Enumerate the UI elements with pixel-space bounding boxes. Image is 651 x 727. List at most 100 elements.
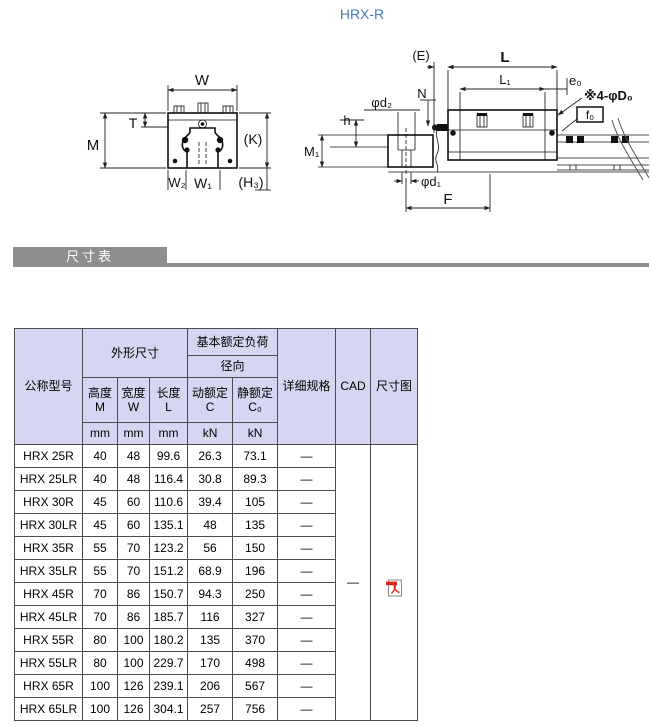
section-header-label: 尺寸表 — [65, 249, 114, 264]
dim-label-f: F — [443, 191, 452, 208]
dynamic-load-cell: 30.8 — [187, 467, 234, 491]
height-cell: 80 — [82, 651, 118, 675]
dim-label-h: h — [343, 113, 350, 128]
length-cell: 185.7 — [148, 605, 189, 629]
length-cell: 229.7 — [148, 651, 189, 675]
table-row: HRX 55R 80 100 180.2 135 370 — — [14, 628, 418, 652]
spec-cell: — — [277, 444, 337, 468]
length-cell: 180.2 — [148, 628, 189, 652]
length-cell: 116.4 — [148, 467, 189, 491]
static-load-cell: 196 — [232, 559, 279, 583]
col-header-length: 长度 L — [148, 377, 189, 423]
spec-cell: — — [277, 697, 337, 721]
spec-cell: — — [277, 651, 337, 675]
table-row: HRX 30LR 45 60 135.1 48 135 — — [14, 513, 418, 537]
dim-label-d2: φd₂ — [371, 95, 392, 110]
model-cell: HRX 25LR — [14, 467, 83, 491]
table-row: HRX 55LR 80 100 229.7 170 498 — — [14, 651, 418, 675]
dynamic-load-cell: 48 — [187, 513, 234, 537]
dim-label-m: M — [87, 137, 100, 154]
height-cell: 80 — [82, 628, 118, 652]
unit-cell: kN — [232, 422, 279, 445]
dim-label-f0: f₀ — [586, 108, 594, 122]
static-load-cell: 327 — [232, 605, 279, 629]
section-rule — [13, 263, 649, 267]
dim-label-w: W — [195, 72, 210, 89]
static-load-cell: 105 — [232, 490, 279, 514]
height-cell: 70 — [82, 605, 118, 629]
page-title: HRX-R — [339, 6, 385, 22]
static-load-cell: 250 — [232, 582, 279, 606]
dynamic-load-cell: 206 — [187, 674, 234, 698]
width-cell: 48 — [117, 444, 150, 468]
height-cell: 45 — [82, 513, 118, 537]
width-cell: 60 — [117, 513, 150, 537]
dim-label-k: (K) — [244, 131, 263, 147]
width-cell: 100 — [117, 628, 150, 652]
section-header: 尺寸表 — [13, 247, 167, 267]
table-row: HRX 65LR 100 126 304.1 257 756 — — [14, 697, 418, 721]
length-cell: 151.2 — [148, 559, 189, 583]
spec-cell: — — [277, 582, 337, 606]
dynamic-load-cell: 39.4 — [187, 490, 234, 514]
unit-cell: mm — [82, 422, 118, 445]
col-header-height: 高度 M — [82, 377, 118, 423]
height-cell: 55 — [82, 536, 118, 560]
table-row: HRX 45LR 70 86 185.7 116 327 — — [14, 605, 418, 629]
unit-cell: kN — [187, 422, 234, 445]
dim-label-holes: ※4-φD₀ — [584, 88, 633, 103]
model-cell: HRX 65LR — [14, 697, 83, 721]
header-row-3: 高度 M 宽度 W 长度 L 动额定 C 静额定 C₀ — [15, 377, 418, 423]
col-header-dim-fig: 尺寸图 — [370, 328, 419, 445]
dynamic-load-cell: 56 — [187, 536, 234, 560]
dim-label-l1: L₁ — [499, 72, 511, 87]
header-row-2: 径向 — [15, 355, 418, 378]
spec-cell: — — [277, 559, 337, 583]
model-cell: HRX 65R — [14, 674, 83, 698]
length-cell: 99.6 — [148, 444, 189, 468]
front-view-part — [167, 102, 238, 169]
rail-mounting-holes — [566, 136, 629, 143]
col-header-spec: 详细规格 — [277, 328, 337, 445]
width-cell: 60 — [117, 490, 150, 514]
col-header-outline: 外形尺寸 — [81, 328, 189, 378]
dim-label-e0: e₀ — [569, 73, 582, 88]
length-cell: 135.1 — [148, 513, 189, 537]
height-cell: 55 — [82, 559, 118, 583]
model-cell: HRX 30R — [14, 490, 83, 514]
static-load-cell: 89.3 — [232, 467, 279, 491]
unit-cell: mm — [148, 422, 189, 445]
width-cell: 86 — [117, 605, 150, 629]
width-cell: 86 — [117, 582, 150, 606]
col-header-radial: 径向 — [187, 355, 279, 378]
side-view-diagram: L (E) L₁ e₀ N ※4-φD₀ f₀ φd₂ h M₁ — [304, 48, 650, 212]
pdf-icon[interactable] — [385, 579, 403, 597]
width-cell: 70 — [117, 559, 150, 583]
header-row-1: 公称型号 外形尺寸 基本额定负荷 详细规格 CAD 尺寸图 — [14, 328, 419, 445]
height-cell: 45 — [82, 490, 118, 514]
dim-label-w2: W₂ — [168, 175, 185, 190]
spec-cell: — — [277, 605, 337, 629]
spec-cell: — — [277, 536, 337, 560]
dim-label-l: L — [500, 49, 509, 66]
model-cell: HRX 55LR — [14, 651, 83, 675]
spec-cell: — — [277, 467, 337, 491]
side-view-part — [318, 109, 650, 181]
cad-merged-cell: — — [335, 444, 372, 721]
width-cell: 100 — [117, 651, 150, 675]
table-row: HRX 65R 100 126 239.1 206 567 — — [14, 674, 418, 698]
length-cell: 150.7 — [148, 582, 189, 606]
static-load-cell: 567 — [232, 674, 279, 698]
model-cell: HRX 45LR — [14, 605, 83, 629]
dynamic-load-cell: 68.9 — [187, 559, 234, 583]
length-cell: 110.6 — [148, 490, 189, 514]
dim-label-n: N — [417, 86, 426, 101]
model-cell: HRX 45R — [14, 582, 83, 606]
col-header-cad: CAD — [335, 328, 372, 445]
side-view-dimensions: L (E) L₁ e₀ N ※4-φD₀ f₀ φd₂ h M₁ — [304, 48, 633, 212]
spec-cell: — — [277, 674, 337, 698]
table-row: HRX 25LR 40 48 116.4 30.8 89.3 — — [14, 467, 418, 491]
unit-cell: mm — [117, 422, 150, 445]
dim-label-e: (E) — [412, 48, 429, 63]
